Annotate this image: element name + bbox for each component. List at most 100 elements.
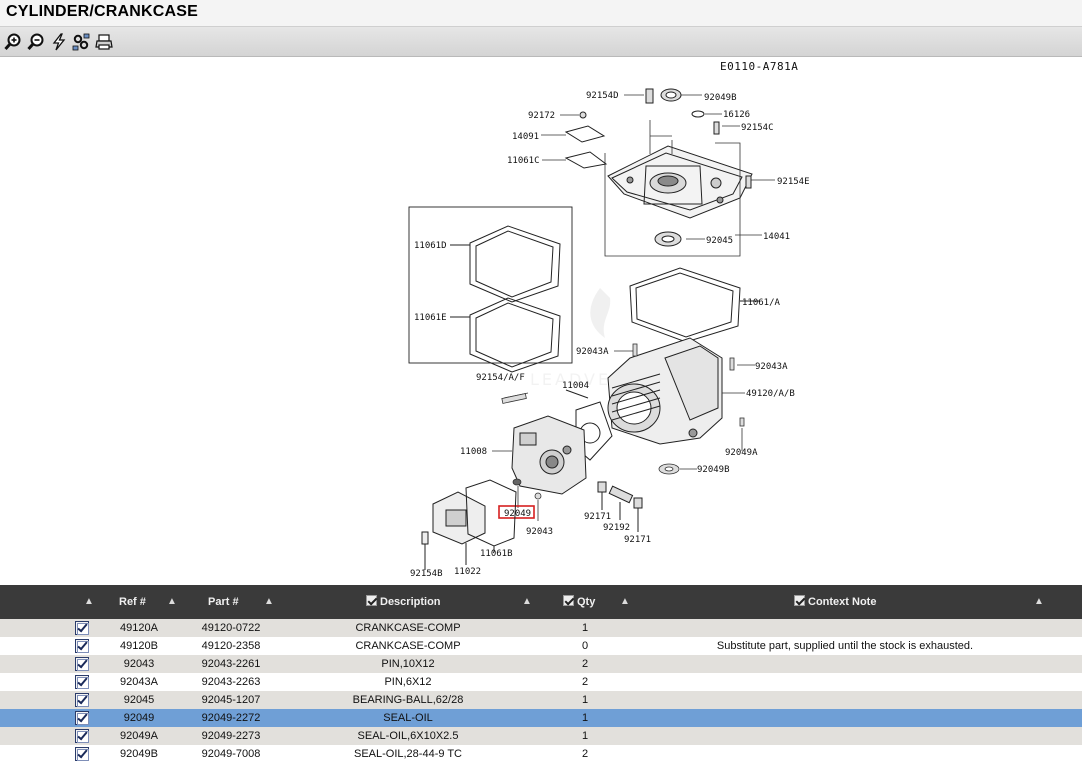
callout-92049B-low: 92049B	[697, 465, 730, 475]
callout-16126: 16126	[723, 110, 750, 120]
cell-part: 92049-2272	[201, 712, 261, 724]
qty-checkbox-icon[interactable]	[563, 595, 574, 606]
callout-92172: 92172	[528, 111, 555, 121]
callout-11008: 11008	[460, 447, 487, 457]
context-checkbox-icon[interactable]	[794, 595, 805, 606]
add-to-list-checkbox-icon[interactable]	[75, 657, 89, 671]
gasket-right	[629, 267, 760, 343]
add-to-list-checkbox-icon[interactable]	[75, 639, 89, 653]
cell-ref: 92043A	[120, 676, 158, 688]
print-icon[interactable]	[95, 33, 113, 51]
callout-92154C: 92154C	[741, 123, 774, 133]
cell-context-note	[640, 673, 1050, 691]
add-to-list-checkbox-icon[interactable]	[75, 693, 89, 707]
callout-92154AF: 92154/A/F	[476, 373, 525, 383]
callout-92049B-top: 92049B	[704, 93, 737, 103]
cell-context-note	[640, 709, 1050, 727]
page-title: CYLINDER/CRANKCASE	[6, 3, 199, 20]
column-context-note[interactable]: Context Note	[794, 585, 876, 619]
callout-92045: 92045	[706, 236, 733, 246]
cell-description: SEAL-OIL	[383, 712, 433, 724]
cell-ref: 49120A	[120, 622, 158, 634]
cell-context-note	[640, 655, 1050, 673]
add-to-list-checkbox-icon[interactable]	[75, 675, 89, 689]
callout-92171-left: 92171	[584, 512, 611, 522]
column-description[interactable]: Description	[366, 585, 441, 619]
breather-cover	[421, 479, 517, 570]
callout-92043A-left: 92043A	[576, 347, 609, 357]
cell-ref: 92049	[123, 712, 155, 724]
add-to-list-checkbox-icon[interactable]	[75, 747, 89, 761]
callout-11061B: 11061B	[480, 549, 513, 559]
cell-ref: 92043	[123, 658, 155, 670]
exploded-parts-diagram[interactable]: E0110-A781A LEADVENTURE	[0, 58, 1082, 584]
cell-description: SEAL-OIL,6X10X2.5	[357, 730, 459, 742]
settings-icon[interactable]	[72, 33, 90, 51]
callout-11061D: 11061D	[414, 241, 447, 251]
callout-14091: 14091	[512, 132, 539, 142]
zoom-out-icon[interactable]	[27, 33, 45, 51]
callout-92049: 92049	[504, 509, 531, 519]
zoom-in-icon[interactable]	[4, 33, 22, 51]
callout-92043: 92043	[526, 527, 553, 537]
cell-qty: 1	[581, 622, 589, 634]
diagram-drawing: LEADVENTURE	[408, 88, 810, 579]
column-qty-label: Qty	[577, 596, 596, 608]
pin-assembly	[597, 481, 643, 532]
cell-description: CRANKCASE-COMP	[355, 640, 461, 652]
highlighted-part-box[interactable]	[498, 505, 535, 519]
cell-ref: 92045	[123, 694, 155, 706]
add-to-list-checkbox-icon[interactable]	[75, 711, 89, 725]
cylinder-block	[607, 337, 723, 445]
callout-92043A-right: 92043A	[755, 362, 788, 372]
callout-92154B: 92154B	[410, 569, 443, 579]
cell-qty: 1	[581, 694, 589, 706]
lightning-icon[interactable]	[50, 33, 68, 51]
cylinder-leaders	[614, 343, 755, 475]
cell-description: SEAL-OIL,28-44-9 TC	[353, 748, 462, 760]
sort-icon-qty[interactable]: ▲︎	[620, 596, 630, 607]
sort-icon-select[interactable]: ▲︎	[84, 596, 94, 607]
cell-context-note	[640, 691, 1050, 709]
callout-11004: 11004	[562, 381, 589, 391]
cell-part: 92043-2263	[201, 676, 261, 688]
callout-11061C: 11061C	[507, 156, 540, 166]
sort-icon-ref[interactable]: ▲︎	[167, 596, 177, 607]
cell-qty: 2	[581, 748, 589, 760]
cell-ref: 49120B	[120, 640, 158, 652]
callout-92154D: 92154D	[586, 91, 619, 101]
description-checkbox-icon[interactable]	[366, 595, 377, 606]
sort-icon-context[interactable]: ▲︎	[1034, 596, 1044, 607]
cell-context-note	[640, 727, 1050, 745]
crankcase-cover	[607, 145, 753, 219]
sort-icon-part[interactable]: ▲︎	[264, 596, 274, 607]
callout-92154E: 92154E	[777, 177, 810, 187]
column-qty[interactable]: Qty	[563, 585, 595, 619]
sort-icon-description[interactable]: ▲︎	[522, 596, 532, 607]
cover-small-parts	[564, 88, 752, 247]
cell-qty: 2	[581, 676, 589, 688]
add-to-list-checkbox-icon[interactable]	[75, 621, 89, 635]
cell-part: 92049-2273	[201, 730, 261, 742]
cell-ref: 92049A	[120, 730, 158, 742]
cylinder-head	[511, 415, 587, 495]
column-part[interactable]: Part #	[208, 596, 239, 608]
cell-description: BEARING-BALL,62/28	[352, 694, 464, 706]
add-to-list-checkbox-icon[interactable]	[75, 729, 89, 743]
callout-49120AB: 49120/A/B	[746, 389, 795, 399]
cell-part: 49120-2358	[201, 640, 261, 652]
callout-92049A: 92049A	[725, 448, 758, 458]
column-ref[interactable]: Ref #	[119, 596, 146, 608]
cover-leader-lines	[541, 94, 775, 257]
cell-context-note: Substitute part, supplied until the stoc…	[716, 640, 974, 652]
